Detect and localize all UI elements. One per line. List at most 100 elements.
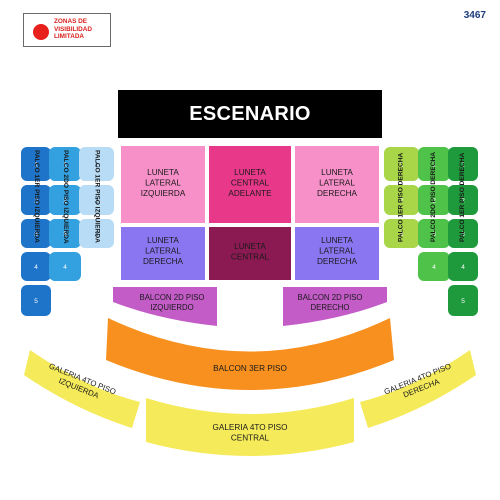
palco-number: 5 — [34, 298, 38, 305]
palco-box[interactable]: 1 — [79, 147, 114, 181]
palco-number: 2 — [63, 198, 67, 205]
palco-column-label: PALCO 2DO PISO DERECHA — [430, 152, 437, 242]
palco-box[interactable]: 3 — [79, 219, 114, 248]
palco-box[interactable]: 2 — [448, 185, 478, 215]
section-label-line: LUNETA — [147, 168, 179, 177]
palco-box[interactable]: 2 — [21, 185, 51, 215]
palco-number: 2 — [95, 198, 99, 205]
palco-box[interactable]: 2 — [418, 185, 450, 215]
palco-number: 3 — [400, 231, 404, 238]
palco-number: 1 — [400, 162, 404, 169]
palco-box[interactable]: 4 — [21, 252, 51, 281]
section-label-line: LUNETA — [234, 242, 266, 251]
section-label-line: CENTRAL — [231, 178, 270, 187]
palco-box[interactable]: 3 — [448, 219, 478, 248]
palco-column-label: PALCO 2DO PISO IZQUIERDA — [62, 150, 69, 244]
section-label-line: LATERAL — [145, 246, 181, 255]
stage: ESCENARIO — [118, 90, 382, 138]
palco-box[interactable]: 1 — [448, 147, 478, 181]
palco-box[interactable]: 5 — [21, 285, 51, 316]
palco-number: 4 — [432, 264, 436, 271]
section-label-line: BALCON 3ER PISO — [213, 364, 287, 373]
palco-number: 4 — [63, 264, 67, 271]
palco-number: 3 — [95, 231, 99, 238]
section-label-line: LUNETA — [321, 236, 353, 245]
palco-box[interactable]: 1 — [418, 147, 450, 181]
section-label-line: GALERIA 4TO PISO — [213, 423, 288, 432]
section-label-line: LUNETA — [321, 168, 353, 177]
palco-box[interactable]: 1 — [49, 147, 81, 181]
palco-number: 3 — [461, 231, 465, 238]
section-balcon-3er-piso[interactable]: BALCON 3ER PISO — [106, 318, 394, 390]
palco-number: 1 — [34, 162, 38, 169]
palco-column-label: PALCO 1ER PISO IZQUIERDA — [33, 150, 40, 243]
palco-box[interactable]: 2 — [384, 185, 419, 215]
section-label-line: LATERAL — [319, 178, 355, 187]
legend-red-dot-icon — [33, 24, 49, 40]
palco-box[interactable]: 4 — [49, 252, 81, 281]
map-id: 3467 — [463, 10, 486, 21]
section-label-line: DERECHO — [311, 303, 350, 312]
section-label-line: CENTRAL — [231, 252, 270, 261]
palco-box[interactable]: 1 — [21, 147, 51, 181]
palco-box[interactable]: 3 — [49, 219, 81, 248]
palco-column-label: PALCO 1ER PISO IZQUIERDA — [94, 150, 101, 243]
palco-box[interactable]: 4 — [448, 252, 478, 281]
palco-column-label: PALCO 1ER PISO DERECHA — [398, 152, 405, 242]
section-label-line: IZQUIERDA — [141, 189, 186, 198]
section-label: BALCON 3ER PISO — [213, 364, 287, 373]
section-label-line: DERECHA — [317, 257, 358, 266]
section-label-line: CENTRAL — [231, 433, 270, 442]
section-label-line: IZQUIERDO — [150, 303, 193, 312]
palco-number: 4 — [34, 264, 38, 271]
section-galeria-4to-derecha[interactable]: GALERIA 4TO PISODERECHA — [360, 350, 476, 428]
section-label-line: DERECHA — [317, 189, 358, 198]
palco-number: 3 — [63, 231, 67, 238]
palco-box[interactable]: 4 — [418, 252, 450, 281]
palco-number: 2 — [34, 198, 38, 205]
section-label-line: DERECHA — [143, 257, 184, 266]
palco-column-label: PALCO 1ER PISO DERECHA — [459, 152, 466, 242]
palco-box[interactable]: 3 — [21, 219, 51, 248]
palco-number: 5 — [461, 298, 465, 305]
palco-number: 2 — [461, 198, 465, 205]
palco-box[interactable]: 2 — [79, 185, 114, 215]
palco-number: 1 — [63, 162, 67, 169]
section-label-line: BALCON 2D PISO — [140, 293, 205, 302]
palco-number: 2 — [400, 198, 404, 205]
palco-box[interactable]: 2 — [49, 185, 81, 215]
section-label-line: LATERAL — [319, 246, 355, 255]
section-label-line: ADELANTE — [228, 189, 272, 198]
section-label-line: BALCON 2D PISO — [298, 293, 363, 302]
section-label-line: LUNETA — [234, 168, 266, 177]
legend-box: ZONAS DE VISIBILIDAD LIMITADA — [23, 13, 111, 47]
section-label-line: LUNETA — [147, 236, 179, 245]
palco-box[interactable]: 1 — [384, 147, 419, 181]
legend-label: ZONAS DE VISIBILIDAD LIMITADA — [54, 18, 92, 41]
palco-box[interactable]: 3 — [384, 219, 419, 248]
palco-box[interactable]: 3 — [418, 219, 450, 248]
section-label-line: LATERAL — [145, 178, 181, 187]
palco-number: 1 — [95, 162, 99, 169]
palco-box[interactable]: 5 — [448, 285, 478, 316]
palco-number: 3 — [34, 231, 38, 238]
